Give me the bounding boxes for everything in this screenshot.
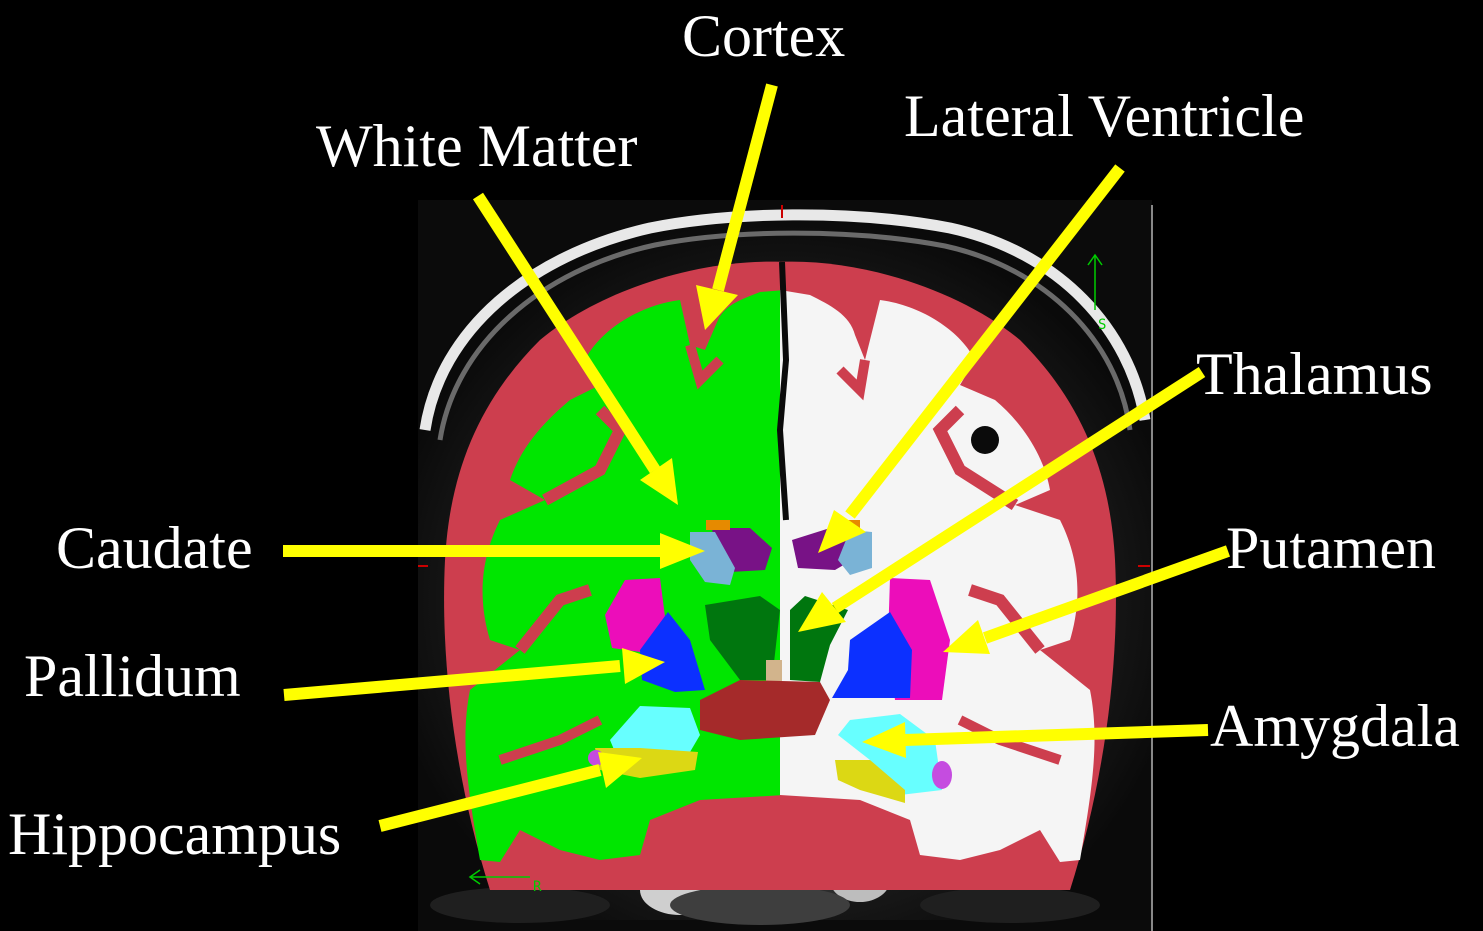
choroid-orange [706,520,730,530]
interhemispheric-fissure [780,262,786,520]
right-orientation-letter: R [533,880,541,894]
label-amygdala: Amygdala [1210,696,1460,756]
label-pallidum: Pallidum [24,646,241,706]
label-putamen: Putamen [1226,518,1436,578]
label-hippocampus: Hippocampus [8,804,341,864]
label-thalamus: Thalamus [1196,344,1433,404]
right-hippocampus-tail [932,761,952,789]
superior-orientation-letter: S [1098,318,1106,332]
right-sulcus-hole [971,426,999,454]
label-lateral-ventricle: Lateral Ventricle [904,86,1304,146]
label-cortex: Cortex [682,6,845,66]
label-caudate: Caudate [56,518,253,578]
label-white-matter: White Matter [316,116,638,176]
